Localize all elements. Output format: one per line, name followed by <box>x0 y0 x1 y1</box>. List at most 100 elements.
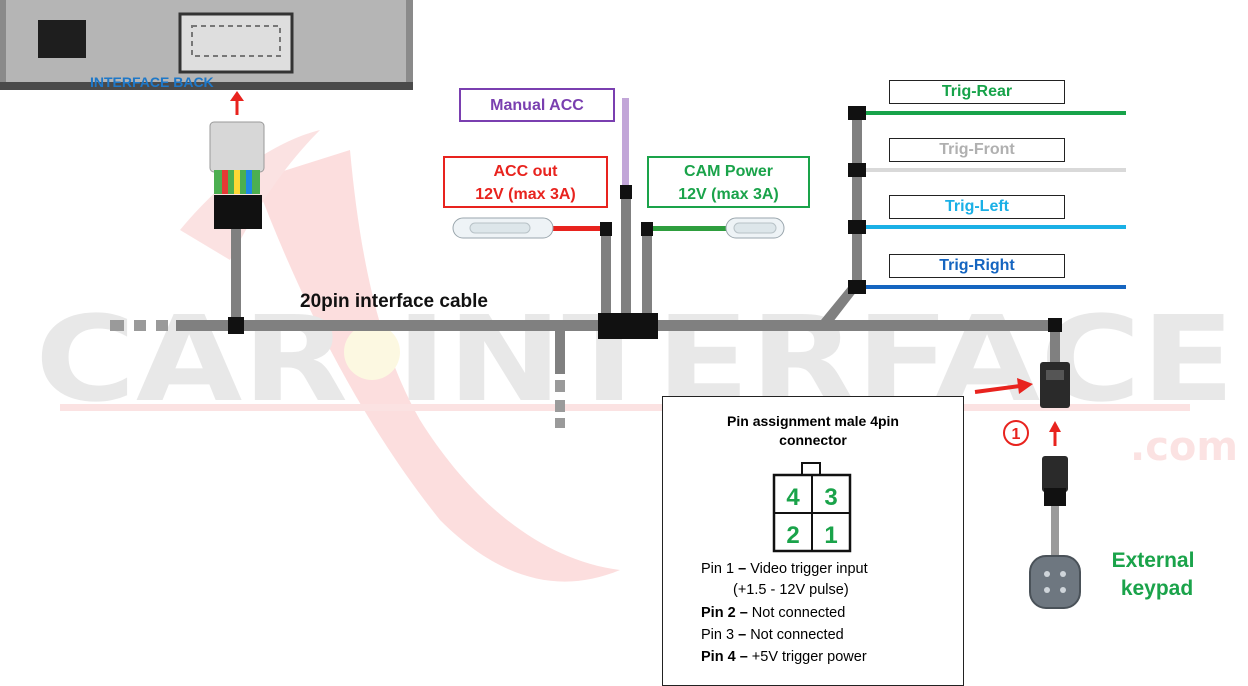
cap-acc-out <box>600 222 612 236</box>
pin-1-note: (+1.5 - 12V pulse) <box>733 580 849 601</box>
cap-manual-acc <box>620 185 632 199</box>
cam-power-terminal-inner <box>733 222 777 234</box>
cam-power-label-line1: CAM Power <box>684 163 773 180</box>
cable-trigger-diagonal <box>812 287 860 331</box>
female-connector-detail <box>1046 370 1064 380</box>
pin-3-desc: Not connected <box>750 627 844 643</box>
keypad-plug-sleeve <box>1044 488 1066 506</box>
watermark-dot <box>344 324 400 380</box>
manual-acc-label: Manual ACC <box>459 88 615 122</box>
cam-power-label: CAM Power 12V (max 3A) <box>647 156 810 208</box>
plug-wires-blue <box>246 170 252 194</box>
pin-4-desc: +5V trigger power <box>751 649 867 665</box>
cable-trigger-vertical <box>852 110 862 290</box>
pin-2-line: Pin 2 – Not connected <box>701 605 846 621</box>
module-port-main-pins <box>191 25 281 57</box>
cam-power-label-line2: 12V (max 3A) <box>678 186 779 203</box>
pin-4-label: Pin 4 <box>701 649 736 665</box>
cap-cam-power <box>641 222 653 236</box>
junction-interface <box>228 317 244 334</box>
trig-left-wire <box>862 225 1126 229</box>
cable-label: 20pin interface cable <box>300 291 488 312</box>
arrow-side-head <box>1017 378 1033 394</box>
junction-block <box>598 313 658 339</box>
pin-assignment-title-line1: Pin assignment male 4pin <box>727 413 899 429</box>
pin-cell-3: 3 <box>824 484 837 511</box>
pin-assignment-title: Pin assignment male 4pin connector <box>663 412 963 450</box>
trig-right-label: Trig-Right <box>889 254 1065 278</box>
interface-back-label: INTERFACE BACK <box>90 74 214 90</box>
riser-cam-power <box>642 228 652 323</box>
cable-dash-2 <box>134 320 146 331</box>
pin-cell-4: 4 <box>786 484 800 511</box>
module-bottom-edge <box>0 82 413 90</box>
keypad-button-1 <box>1044 571 1050 577</box>
cable-branch-dash-2 <box>555 400 565 412</box>
trig-rear-cap <box>848 106 866 120</box>
pin-connector-latch <box>801 462 821 476</box>
20pin-plug <box>209 121 265 229</box>
trig-left-cap <box>848 220 866 234</box>
arrow-to-interface-head <box>230 91 244 101</box>
module-port-main <box>178 12 294 74</box>
pin-1-note-text: (+1.5 - 12V pulse) <box>733 582 849 598</box>
pin-3-label: Pin 3 <box>701 627 735 643</box>
keypad-cord <box>1051 506 1059 556</box>
trig-front-cap <box>848 163 866 177</box>
pin-assignment-box: Pin assignment male 4pin connector 4 3 2… <box>662 396 964 686</box>
cable-dash-1 <box>110 320 124 331</box>
cable-branch-dash-1 <box>555 380 565 392</box>
trig-right-cap <box>848 280 866 294</box>
watermark-suffix: .com <box>1130 424 1238 470</box>
step-marker <box>1003 420 1029 446</box>
pin-1-desc: Video trigger input <box>750 561 868 577</box>
trig-rear-wire <box>862 111 1126 115</box>
cable-branch-dash-3 <box>555 418 565 428</box>
wire-cam-power <box>650 226 730 231</box>
trig-front-wire <box>862 168 1126 172</box>
trig-front-label: Trig-Front <box>889 138 1065 162</box>
plug-sleeve <box>214 195 262 229</box>
trig-rear-label: Trig-Rear <box>889 80 1065 104</box>
keypad-button-3 <box>1044 587 1050 593</box>
plug-wires-yellow <box>234 170 240 194</box>
pin-cell-1: 1 <box>824 522 837 549</box>
pin-3-line: Pin 3 – Not connected <box>701 627 844 643</box>
pin-connector-diagram: 4 3 2 1 <box>772 462 852 553</box>
external-keypad-label-2: keypad <box>1121 577 1193 600</box>
plug-housing <box>209 121 265 173</box>
trig-left-label: Trig-Left <box>889 195 1065 219</box>
keypad-body <box>1029 555 1081 609</box>
plug-wires-red <box>222 170 228 194</box>
watermark-underline <box>60 404 1190 411</box>
module-port-left <box>38 20 86 58</box>
wire-acc-out <box>550 226 605 231</box>
female-connector <box>1040 362 1070 408</box>
trig-right-wire <box>862 285 1126 289</box>
cable-end-cap <box>1048 318 1062 332</box>
riser-acc-out <box>601 228 611 323</box>
acc-out-label: ACC out 12V (max 3A) <box>443 156 608 208</box>
pin-cell-2: 2 <box>786 522 799 549</box>
pin-1-label: Pin 1 <box>701 561 735 577</box>
cable-branch-down <box>555 330 565 374</box>
wire-manual-acc <box>622 98 629 190</box>
step-marker-number: 1 <box>1012 426 1021 443</box>
acc-out-terminal-inner <box>469 222 531 234</box>
interface-module: INTERFACE BACK <box>0 0 413 90</box>
pin-1-line: Pin 1 – Video trigger input <box>701 561 868 577</box>
cable-to-interface <box>231 220 241 330</box>
riser-manual-acc <box>621 190 631 320</box>
pin-assignment-title-line2: connector <box>779 432 847 448</box>
pin-2-label: Pin 2 <box>701 605 736 621</box>
keypad-plug <box>1042 456 1068 492</box>
keypad-button-2 <box>1060 571 1066 577</box>
pin-2-desc: Not connected <box>751 605 846 621</box>
watermark-swoosh <box>255 150 620 582</box>
acc-out-label-line2: 12V (max 3A) <box>475 186 576 203</box>
pin-4-line: Pin 4 – +5V trigger power <box>701 649 867 665</box>
external-keypad-label-1: External <box>1112 549 1195 572</box>
acc-out-label-line1: ACC out <box>493 163 558 180</box>
arrow-up-head <box>1049 421 1061 432</box>
